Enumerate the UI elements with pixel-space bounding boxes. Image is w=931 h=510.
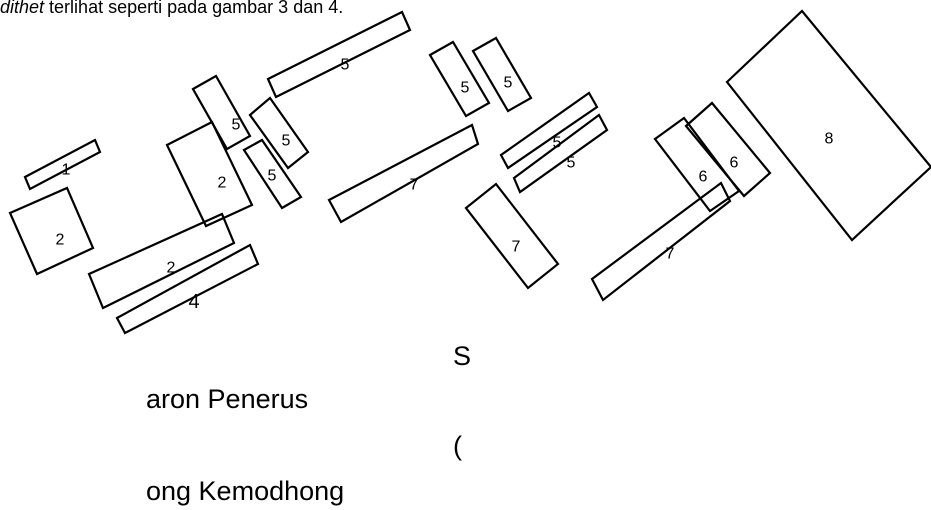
caption-text: terlihat seperti pada gambar 3 dan 4. xyxy=(44,0,344,17)
partial-text-s: S xyxy=(453,341,472,371)
rect-2-label: 2 xyxy=(56,232,65,249)
rect-4 xyxy=(87,212,236,310)
rect-6 xyxy=(191,74,252,151)
rect-1-label: 1 xyxy=(62,162,71,179)
rect-5-label: 4 xyxy=(188,291,199,313)
rect-17-label: 6 xyxy=(730,155,739,172)
rect-19-label: 8 xyxy=(825,131,834,148)
rect-18 xyxy=(590,181,732,302)
rect-3-label: 2 xyxy=(218,175,227,192)
rect-13 xyxy=(499,91,599,170)
rect-16-label: 6 xyxy=(699,169,708,186)
rect-15-label: 7 xyxy=(512,239,521,256)
rect-1 xyxy=(23,138,102,191)
caption-italic-text: dithet xyxy=(0,0,45,17)
rect-12-label: 7 xyxy=(410,177,419,194)
rect-14-label: 5 xyxy=(567,155,576,172)
rect-13-label: 5 xyxy=(553,135,562,152)
rect-17 xyxy=(684,101,772,198)
rect-19 xyxy=(725,9,931,242)
rect-7 xyxy=(248,96,310,170)
rect-11 xyxy=(471,36,533,113)
rect-5 xyxy=(115,243,260,335)
rect-18-label: 7 xyxy=(666,246,675,263)
rect-6-label: 5 xyxy=(232,117,241,134)
rect-11-label: 5 xyxy=(504,75,513,92)
rect-9-label: 5 xyxy=(341,57,350,74)
rect-2 xyxy=(8,186,95,276)
rect-14 xyxy=(512,113,609,194)
rect-3 xyxy=(165,120,254,228)
rect-16 xyxy=(653,116,741,213)
rect-10 xyxy=(428,40,491,118)
rect-7-label: 5 xyxy=(282,133,291,150)
rect-8 xyxy=(242,138,303,210)
figure-caption: dithet terlihat seperti pada gambar 3 da… xyxy=(0,0,343,18)
rect-12 xyxy=(327,123,480,224)
partial-text-ong-kemodhong: ong Kemodhong xyxy=(146,476,345,506)
rect-9 xyxy=(266,10,412,99)
rect-4-label: 2 xyxy=(167,260,176,277)
partial-text-aron-penerus: aron Penerus xyxy=(146,384,309,414)
rect-10-label: 5 xyxy=(461,80,470,97)
rect-15 xyxy=(464,182,560,290)
partial-text-paren: ( xyxy=(453,431,462,461)
rect-8-label: 5 xyxy=(268,168,277,185)
